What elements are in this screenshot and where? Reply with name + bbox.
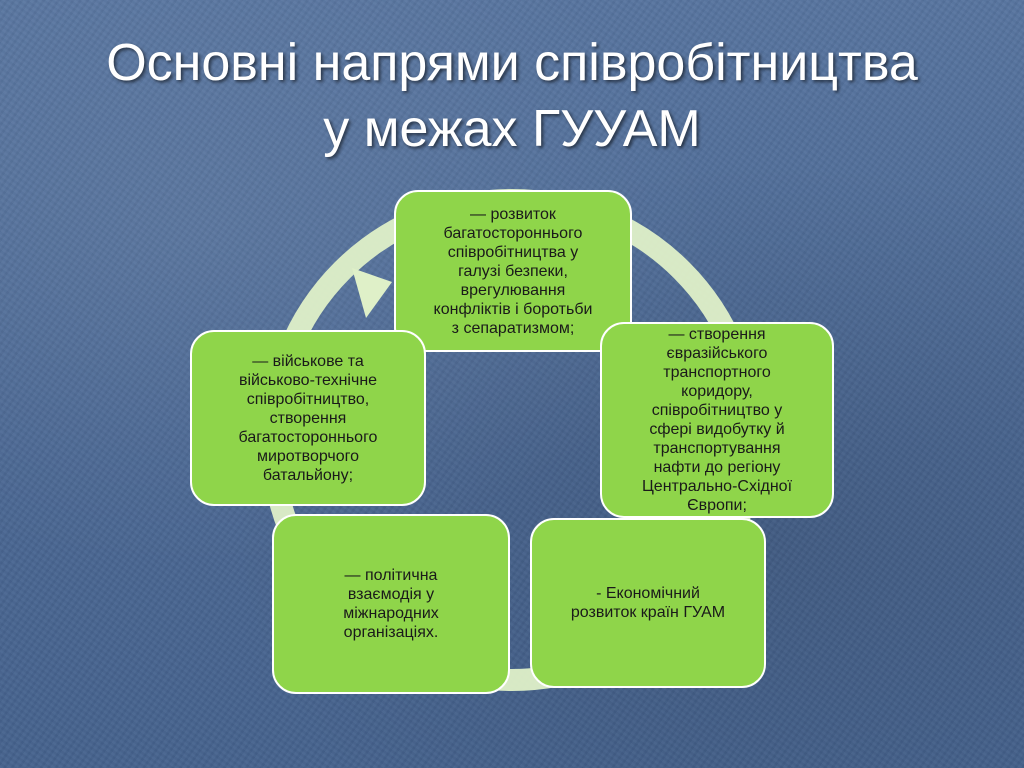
cycle-node-transport-text: — створення євразійського транспортного … xyxy=(641,326,793,514)
slide-title-line-1: Основні напрями співробітництва xyxy=(106,34,918,92)
cycle-node-security-text: — розвиток багатостороннього співробітни… xyxy=(433,205,593,337)
slide-title-line-2: у межах ГУУАМ xyxy=(323,100,701,158)
cycle-node-military-text: — військове та військово-технічне співро… xyxy=(238,352,378,484)
cycle-node-security: — розвиток багатостороннього співробітни… xyxy=(394,190,632,352)
cycle-node-transport: — створення євразійського транспортного … xyxy=(600,322,834,518)
cycle-node-political: — політична взаємодія у міжнародних орга… xyxy=(272,514,510,694)
cycle-arrow-head xyxy=(352,268,392,318)
cycle-node-economic: - Економічний розвиток країн ГУАМ xyxy=(530,518,766,688)
slide-title: Основні напрями співробітництва у межах … xyxy=(20,30,1004,162)
cycle-node-political-text: — політична взаємодія у міжнародних орга… xyxy=(343,567,439,641)
cycle-node-military: — військове та військово-технічне співро… xyxy=(190,330,426,506)
cycle-node-economic-text: - Економічний розвиток країн ГУАМ xyxy=(570,585,726,621)
